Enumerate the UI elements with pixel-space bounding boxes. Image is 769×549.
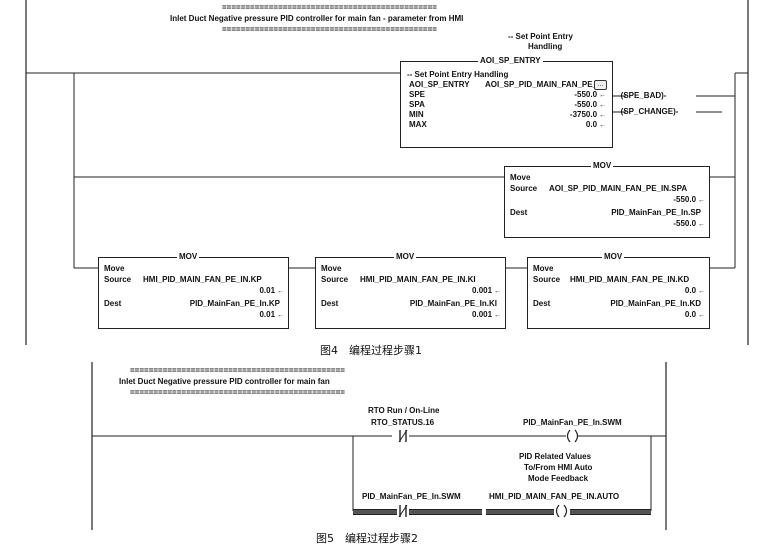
energized-wire-1 — [353, 509, 397, 515]
sp-change-label: SP_CHANGE — [623, 107, 674, 116]
mov-dest-tag: PID_MainFan_PE_In.KI — [409, 299, 497, 308]
browse-ellipsis-button[interactable]: … — [594, 80, 607, 90]
aoi-row-value: -550.0 — [574, 100, 606, 111]
mov-source-label: Source — [321, 275, 349, 284]
mov-dest-label: Dest — [533, 299, 551, 308]
rung2-separator-top: ========================================… — [130, 366, 345, 375]
mov-dest-label: Dest — [321, 299, 339, 308]
coil1-tag[interactable]: PID_MainFan_PE_In.SWM — [523, 418, 622, 427]
rung2-title: Inlet Duct Negative pressure PID control… — [119, 377, 330, 386]
energized-wire-2 — [409, 509, 482, 515]
spe-bad-label: SPE_BAD — [623, 91, 662, 100]
mov-block-name: MOV — [394, 252, 417, 262]
mov-source-label: Source — [510, 184, 538, 193]
contact1-comment: RTO Run / On-Line — [368, 406, 440, 415]
mov-block-name: MOV — [591, 161, 614, 171]
mov-block-name: MOV — [602, 252, 625, 262]
mov-source-tag: HMI_PID_MAIN_FAN_PE_IN.KP — [143, 275, 262, 284]
mov-source-tag: AOI_SP_PID_MAIN_FAN_PE_IN.SPA — [549, 184, 688, 193]
output-paren-right: )- — [673, 107, 679, 116]
rung1-comment-line1: -- Set Point Entry — [508, 32, 573, 41]
rung1-separator-bottom: ========================================… — [222, 25, 437, 34]
coil2-comment-line3: Mode Feedback — [528, 474, 589, 483]
mov-block-name: MOV — [177, 252, 200, 262]
figure-caption-2: 图5 编程过程步骤2 — [316, 532, 418, 545]
coil2-tag[interactable]: HMI_PID_MAIN_FAN_PE_IN.AUTO — [489, 492, 620, 501]
mov-dest-value: 0.001 — [472, 310, 501, 321]
aoi-row-label: MAX — [409, 120, 427, 129]
aoi-block-desc: -- Set Point Entry Handling — [407, 70, 509, 79]
aoi-block-name: AOI_SP_ENTRY — [478, 56, 543, 66]
coil2-comment-line1: PID Related Values — [519, 452, 592, 461]
mov-instr: Move — [510, 173, 531, 182]
coil2-comment-line2: To/From HMI Auto — [524, 463, 593, 472]
mov-dest-tag: PID_MainFan_PE_In.KD — [610, 299, 701, 308]
mov-source-value: -550.0 — [673, 195, 705, 206]
aoi-row-value: AOI_SP_PID_MAIN_FAN_PE_IN — [485, 80, 606, 89]
rung1-comment-line2: Handling — [528, 42, 563, 51]
aoi-row-label: SPA — [409, 100, 425, 109]
spe-bad-output[interactable]: -(SPE_BAD)- — [618, 91, 666, 101]
mov-source-tag: HMI_PID_MAIN_FAN_PE_IN.KI — [360, 275, 476, 284]
mov-source-value: 0.001 — [472, 286, 501, 297]
mov-dest-value: 0.01 — [259, 310, 284, 321]
aoi-row-label: MIN — [409, 110, 424, 119]
aoi-row-value: 0.0 — [586, 120, 606, 131]
aoi-row-label: SPE — [409, 90, 426, 99]
mov-instr: Move — [533, 264, 554, 273]
mov-source-label: Source — [104, 275, 132, 284]
mov-dest-value: 0.0 — [685, 310, 705, 321]
mov-dest-label: Dest — [510, 208, 528, 217]
mov-dest-label: Dest — [104, 299, 122, 308]
output-paren-right: )- — [661, 91, 667, 100]
rung2-separator-bottom: ========================================… — [130, 388, 345, 397]
contact2-tag[interactable]: PID_MainFan_PE_In.SWM — [362, 492, 461, 501]
mov-block-kp[interactable]: MOV Move Source HMI_PID_MAIN_FAN_PE_IN.K… — [98, 252, 289, 329]
mov-dest-tag: PID_MainFan_PE_In.KP — [189, 299, 280, 308]
energized-wire-4 — [570, 509, 651, 515]
output-paren-left: -( — [618, 91, 624, 100]
output-paren-left: -( — [618, 107, 624, 116]
aoi-row-value: -550.0 — [574, 90, 606, 101]
mov-source-value: 0.01 — [259, 286, 284, 297]
figure-caption-1: 图4 编程过程步骤1 — [320, 344, 422, 357]
mov-source-tag: HMI_PID_MAIN_FAN_PE_IN.KD — [570, 275, 690, 284]
rung1-title: Inlet Duct Negative pressure PID control… — [170, 14, 464, 23]
rung1-separator-top: ========================================… — [222, 3, 437, 12]
contact1-tag[interactable]: RTO_STATUS.16 — [371, 418, 435, 427]
mov-source-label: Source — [533, 275, 561, 284]
mov-source-value: 0.0 — [685, 286, 705, 297]
energized-wire-3 — [486, 509, 554, 515]
mov-instr: Move — [104, 264, 125, 273]
mov-block-ki[interactable]: MOV Move Source HMI_PID_MAIN_FAN_PE_IN.K… — [315, 252, 506, 329]
aoi-row-value: -3750.0 — [570, 110, 606, 121]
mov-dest-tag: PID_MainFan_PE_In.SP — [611, 208, 701, 217]
aoi-row-label: AOI_SP_ENTRY — [409, 80, 470, 89]
sp-change-output[interactable]: -(SP_CHANGE)- — [618, 107, 678, 117]
mov-dest-value: -550.0 — [673, 219, 705, 230]
mov-block-sp[interactable]: MOV Move Source AOI_SP_PID_MAIN_FAN_PE_I… — [504, 161, 710, 238]
mov-instr: Move — [321, 264, 342, 273]
aoi-sp-entry-block[interactable]: AOI_SP_ENTRY -- Set Point Entry Handling… — [400, 56, 613, 148]
mov-block-kd[interactable]: MOV Move Source HMI_PID_MAIN_FAN_PE_IN.K… — [527, 252, 710, 329]
